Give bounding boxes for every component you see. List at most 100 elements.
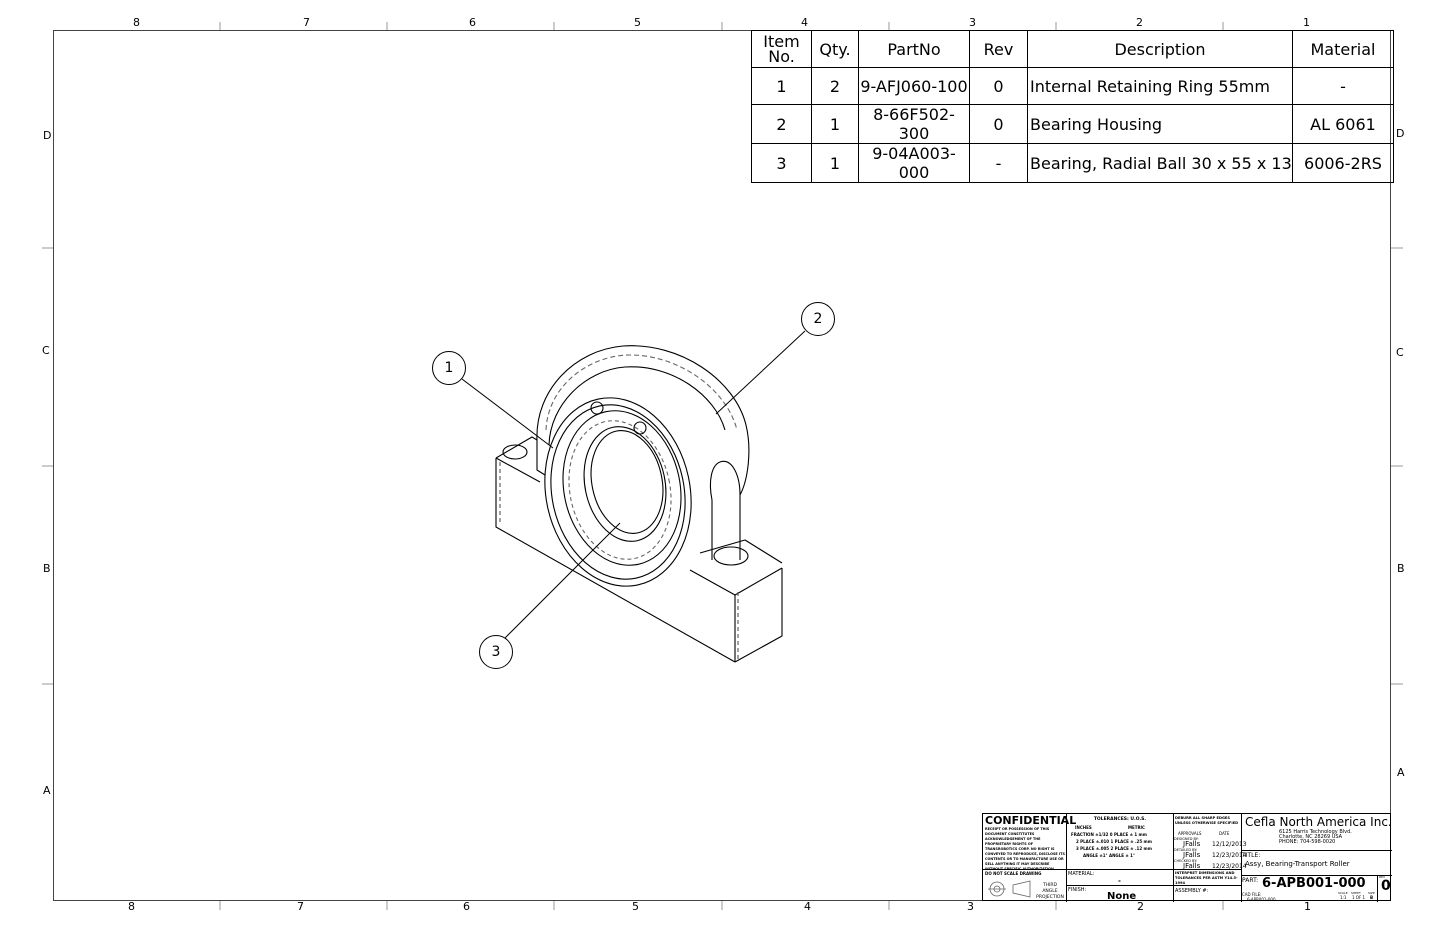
designed-date: 12/12/2013	[1212, 841, 1247, 848]
zone-letter: D	[1396, 127, 1405, 140]
checked-by-label: CHECKED BY:	[1174, 859, 1198, 863]
bom-cell-rev: -	[969, 143, 1028, 183]
checked-date: 12/23/2014	[1212, 863, 1247, 870]
tolerance-row: 2 PLACE ±.010 1 PLACE ± .25 mm	[1076, 838, 1152, 845]
bom-cell-material: -	[1292, 67, 1394, 105]
zone-number: 3	[967, 900, 974, 913]
zone-number: 6	[463, 900, 470, 913]
zone-number: 8	[128, 900, 135, 913]
size-value: B	[1370, 895, 1374, 900]
bom-cell-qty: 1	[811, 143, 859, 183]
bom-cell-description: Bearing, Radial Ball 30 x 55 x 13	[1027, 143, 1293, 183]
balloon-number: 3	[491, 644, 501, 660]
tol-value: ±1/32	[1095, 832, 1109, 837]
title-block: CONFIDENTIAL RECEIPT OR POSSESSION OF TH…	[982, 813, 1392, 902]
zone-number: 6	[469, 16, 476, 29]
tol-value: ± .12 mm	[1130, 846, 1152, 851]
tol-value: ± 1°	[1125, 853, 1135, 858]
zone-number: 5	[632, 900, 639, 913]
zone-letter: A	[1397, 766, 1405, 779]
drawing-border	[53, 30, 1391, 901]
bom-cell-partno: 9-04A003-000	[858, 143, 970, 183]
tolerance-row: ANGLE ±1° ANGLE ± 1°	[1083, 852, 1135, 859]
designed-by: JFalls	[1183, 840, 1201, 848]
sheet-value: 1 OF 1	[1352, 895, 1366, 900]
zone-number: 2	[1136, 16, 1143, 29]
tol-label: FRACTION	[1071, 832, 1094, 837]
bom-row: 3 1 9-04A003-000 - Bearing, Radial Ball …	[751, 143, 1394, 183]
bom-cell-material: 6006-2RS	[1292, 143, 1394, 183]
scale-value: 1:1	[1340, 895, 1347, 900]
bom-row: 1 2 9-AFJ060-100 0 Internal Retaining Ri…	[751, 67, 1394, 105]
tolerances-title: TOLERANCES: U.O.S.	[1093, 817, 1147, 822]
part-number: 6-APB001-000	[1262, 876, 1366, 891]
drawing-title: Assy, Bearing-Transport Roller	[1245, 860, 1350, 868]
zone-letter: B	[1397, 562, 1405, 575]
do-not-scale-note: DO NOT SCALE DRAWING	[985, 871, 1042, 876]
company-address-1: 6125 Harris Technology Blvd.	[1279, 829, 1352, 835]
bom-cell-item: 1	[751, 67, 812, 105]
material-value: -	[1118, 877, 1121, 885]
zone-number: 7	[297, 900, 304, 913]
balloon-2: 2	[801, 302, 835, 336]
tol-label: ANGLE	[1108, 853, 1124, 858]
balloon-3: 3	[479, 635, 513, 669]
zone-letter: A	[43, 784, 51, 797]
finish-label: FINISH:	[1068, 887, 1087, 893]
tolerance-row: FRACTION ±1/32 0 PLACE ± 1 mm	[1071, 831, 1147, 838]
zone-number: 4	[801, 16, 808, 29]
zone-number: 5	[634, 16, 641, 29]
tol-label: 2 PLACE	[1110, 846, 1129, 851]
bom-cell-description: Internal Retaining Ring 55mm	[1027, 67, 1293, 105]
zone-letter: C	[42, 344, 50, 357]
projection-label: THIRD ANGLE PROJECTION	[1036, 883, 1064, 900]
third-angle-projection-icon	[988, 880, 1031, 898]
zone-number: 7	[303, 16, 310, 29]
confidential-notice: RECEIPT OR POSSESSION OF THIS DOCUMENT C…	[985, 827, 1065, 871]
tol-label: 3 PLACE	[1076, 846, 1095, 851]
tolerance-row: 3 PLACE ±.005 2 PLACE ± .12 mm	[1076, 845, 1152, 852]
cad-file: 6-APB001-000	[1247, 897, 1276, 902]
tol-value: ±.010	[1095, 839, 1110, 844]
rev-label: REV	[1379, 875, 1386, 879]
bom-cell-partno: 8-66F502-300	[858, 104, 970, 144]
interpret-note: INTERPRET DIMENSIONS AND TOLERANCES PER …	[1175, 871, 1238, 885]
tol-value: ±1°	[1099, 853, 1108, 858]
bom-cell-item: 3	[751, 143, 812, 183]
company-name: Cefla North America Inc.	[1245, 815, 1392, 829]
tol-value: ± 1 mm	[1129, 832, 1147, 837]
balloon-number: 1	[444, 360, 454, 376]
detailed-by-label: DETAILED BY:	[1174, 848, 1198, 852]
company-phone: PHONE: 704-598-0020	[1279, 839, 1336, 845]
approvals-date-header: DATE	[1219, 831, 1230, 836]
scale-label: SCALE	[1338, 891, 1348, 895]
zone-number: 1	[1304, 900, 1311, 913]
tol-label: ANGLE	[1083, 853, 1099, 858]
bom-header-description: Description	[1027, 30, 1293, 68]
deburr-note: DEBURR ALL SHARP EDGES UNLESS OTHERWISE …	[1175, 816, 1239, 825]
bearing-housing-pillow	[536, 345, 750, 560]
company-address-2: Charlotte, NC 28269 USA	[1279, 834, 1343, 840]
bill-of-materials-table: Item No. Qty. PartNo Rev Description Mat…	[751, 30, 1394, 183]
detailed-by: JFalls	[1183, 851, 1201, 859]
balloon-number: 2	[813, 311, 823, 327]
zone-letter: C	[1396, 346, 1404, 359]
zone-number: 1	[1303, 16, 1310, 29]
size-label: SIZE	[1368, 891, 1375, 895]
zone-number: 4	[804, 900, 811, 913]
assembly-label: ASSEMBLY #:	[1175, 888, 1209, 894]
confidential-heading: CONFIDENTIAL	[985, 814, 1077, 827]
zone-number: 2	[1137, 900, 1144, 913]
designed-by-label: DESIGNED BY:	[1174, 837, 1199, 841]
tol-label: 2 PLACE	[1076, 839, 1095, 844]
tolerance-metric-header: METRIC	[1128, 825, 1145, 830]
revision: 0	[1381, 878, 1391, 894]
housing-base-block	[495, 436, 783, 663]
sheet-label: SHEET	[1351, 891, 1361, 895]
approvals-header: APPROVALS	[1178, 831, 1202, 836]
material-label: MATERIAL:	[1068, 871, 1095, 877]
bom-header-material: Material	[1292, 30, 1394, 68]
tolerance-inches-header: INCHES	[1075, 825, 1092, 830]
